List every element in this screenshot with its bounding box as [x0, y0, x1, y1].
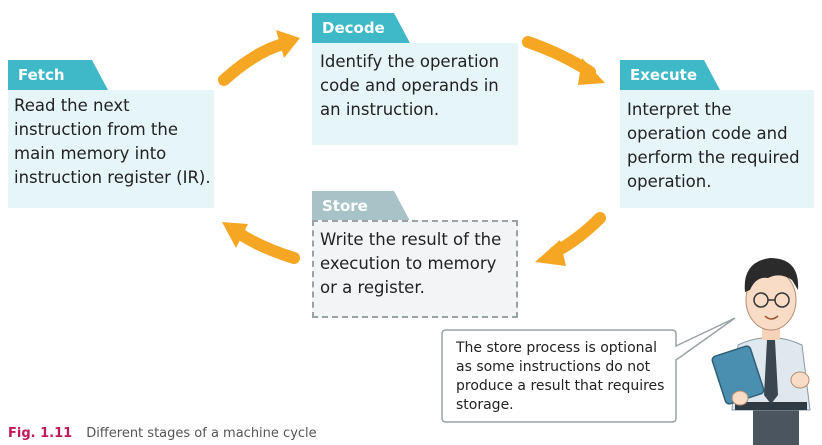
- teacher-illustration: [711, 258, 811, 445]
- figure-caption-text: Different stages of a machine cycle: [86, 426, 317, 441]
- arrow-store-to-fetch: [222, 222, 300, 264]
- stage-decode-title: Decode: [312, 13, 410, 43]
- stage-fetch-text: Read the next instruction from the main …: [14, 96, 211, 187]
- speech-bubble: [441, 317, 736, 423]
- stage-execute-text: Interpret the operation code and perform…: [627, 100, 800, 191]
- stage-fetch-card: [8, 90, 214, 208]
- stage-execute-card: [620, 90, 814, 208]
- arrow-decode-to-execute: [522, 36, 605, 85]
- stage-store-title: Store: [312, 191, 410, 221]
- stage-store-card: [312, 220, 518, 318]
- stage-fetch-title: Fetch: [8, 60, 108, 90]
- stage-execute-title: Execute: [620, 60, 720, 90]
- arrow-fetch-to-decode: [218, 30, 300, 86]
- arrow-execute-to-store: [535, 212, 606, 266]
- stage-store-text: Write the result of the execution to mem…: [320, 230, 502, 297]
- stage-decode-card: [312, 43, 518, 145]
- figure-label: Fig. 1.11: [8, 426, 73, 441]
- store-note: The store process is optional as some in…: [456, 340, 665, 413]
- stage-decode-text: Identify the operation code and operands…: [320, 52, 500, 119]
- figure-caption: Fig. 1.11 Different stages of a machine c…: [8, 426, 317, 441]
